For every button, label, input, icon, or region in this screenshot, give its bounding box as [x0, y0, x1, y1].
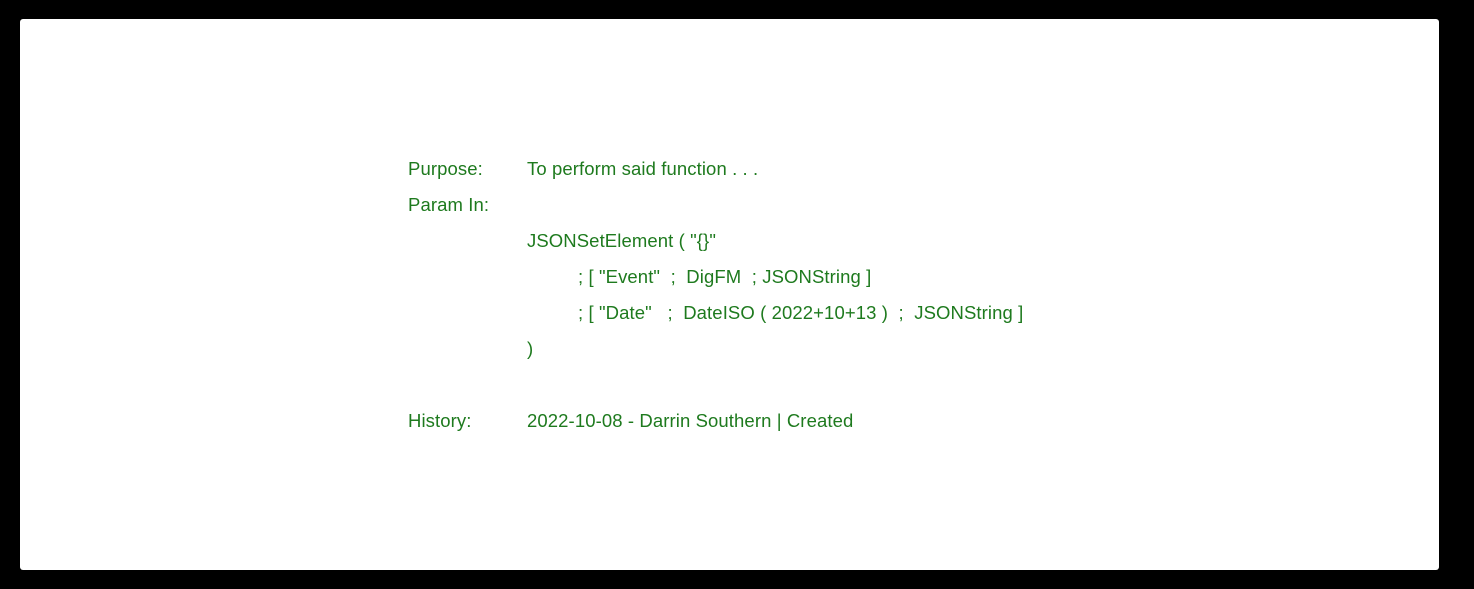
param-in-label: Param In:: [408, 194, 490, 215]
calculation-line-event: ; [ "Event" ; DigFM ; JSONString ]: [578, 266, 872, 287]
calculation-line-open: JSONSetElement ( "{}": [527, 230, 717, 251]
calculation-line-date: ; [ "Date" ; DateISO ( 2022+10+13 ) ; JS…: [578, 302, 1024, 323]
field-row-purpose: Purpose: To perform said function . . .: [408, 158, 758, 180]
purpose-value: To perform said function . . .: [527, 158, 759, 179]
document-body: Purpose: To perform said function . . . …: [20, 19, 1439, 570]
field-row-history: History: 2022-10-08 - Darrin Southern | …: [408, 410, 853, 432]
history-label: History:: [408, 410, 472, 431]
document-page: Purpose: To perform said function . . . …: [20, 19, 1439, 570]
field-row-param-in: Param In:: [408, 194, 527, 216]
calculation-line-close: ): [527, 338, 534, 359]
history-value: 2022-10-08 - Darrin Southern | Created: [527, 410, 854, 431]
purpose-label: Purpose:: [408, 158, 483, 179]
